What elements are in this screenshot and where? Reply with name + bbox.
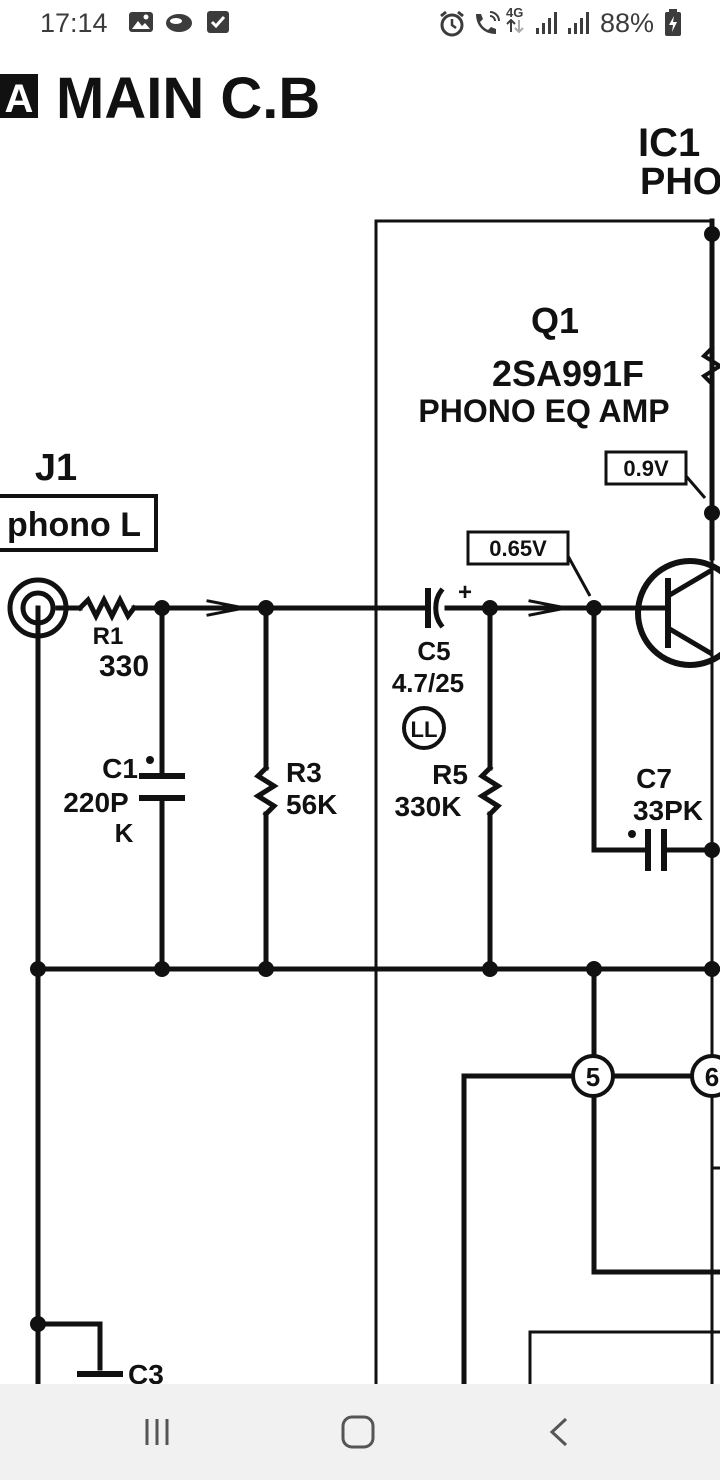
c5-value: 4.7/25	[392, 668, 464, 698]
board-marker: A	[5, 77, 34, 121]
navigation-bar	[0, 1384, 720, 1480]
c1-ref: C1	[102, 753, 138, 784]
transistor-desc: PHONO EQ AMP	[418, 393, 669, 429]
cloud-icon	[164, 10, 194, 41]
schematic-image[interactable]: 5 6 A MAIN C.B IC1 PHO Q1 2SA991F PHONO …	[0, 48, 720, 1384]
jack-label: phono L	[7, 506, 141, 544]
network-type: 4G	[506, 6, 524, 33]
r1-ref: R1	[93, 623, 124, 650]
home-icon	[341, 1415, 375, 1449]
recents-button[interactable]	[127, 1408, 187, 1456]
battery-percentage: 88%	[600, 8, 655, 38]
node-6-label: 6	[705, 1062, 719, 1092]
status-bar: 17:14 4G 88%	[0, 0, 720, 48]
c1-tolerance: K	[115, 818, 134, 848]
node-5-label: 5	[586, 1062, 600, 1092]
wifi-calling-icon	[472, 10, 502, 45]
signal-icon	[534, 10, 560, 43]
signal-icon	[566, 10, 592, 43]
ic-sublabel: PHO	[640, 161, 720, 203]
data-arrows-icon	[506, 19, 524, 33]
gallery-icon	[128, 10, 154, 41]
c7-ref: C7	[636, 763, 672, 794]
r5-ref: R5	[432, 759, 468, 790]
checkbox-icon	[206, 10, 230, 41]
c1-value: 220P	[63, 787, 128, 818]
home-button[interactable]	[328, 1408, 388, 1456]
transistor-part: 2SA991F	[492, 353, 644, 394]
r1-value: 330	[99, 650, 149, 683]
c5-plus-mark: +	[458, 579, 472, 606]
r3-ref: R3	[286, 757, 322, 788]
r3-value: 56K	[286, 789, 337, 820]
voltage-0-65v: 0.65V	[489, 536, 547, 561]
c3-ref: C3	[128, 1359, 164, 1384]
status-time: 17:14	[40, 8, 108, 38]
battery-charging-icon	[664, 9, 682, 44]
r5-value: 330K	[395, 791, 462, 822]
c5-mark: LL	[411, 717, 438, 742]
c5-ref: C5	[417, 636, 450, 666]
board-title: MAIN C.B	[56, 66, 320, 131]
voltage-0-9v: 0.9V	[623, 456, 669, 481]
recents-icon	[145, 1419, 169, 1445]
back-button[interactable]	[530, 1408, 590, 1456]
jack-ref: J1	[35, 447, 77, 489]
c7-value: 33PK	[633, 795, 703, 826]
alarm-icon	[438, 10, 466, 45]
ic-label: IC1	[638, 121, 700, 165]
transistor-ref: Q1	[531, 300, 579, 341]
back-icon	[549, 1417, 568, 1447]
